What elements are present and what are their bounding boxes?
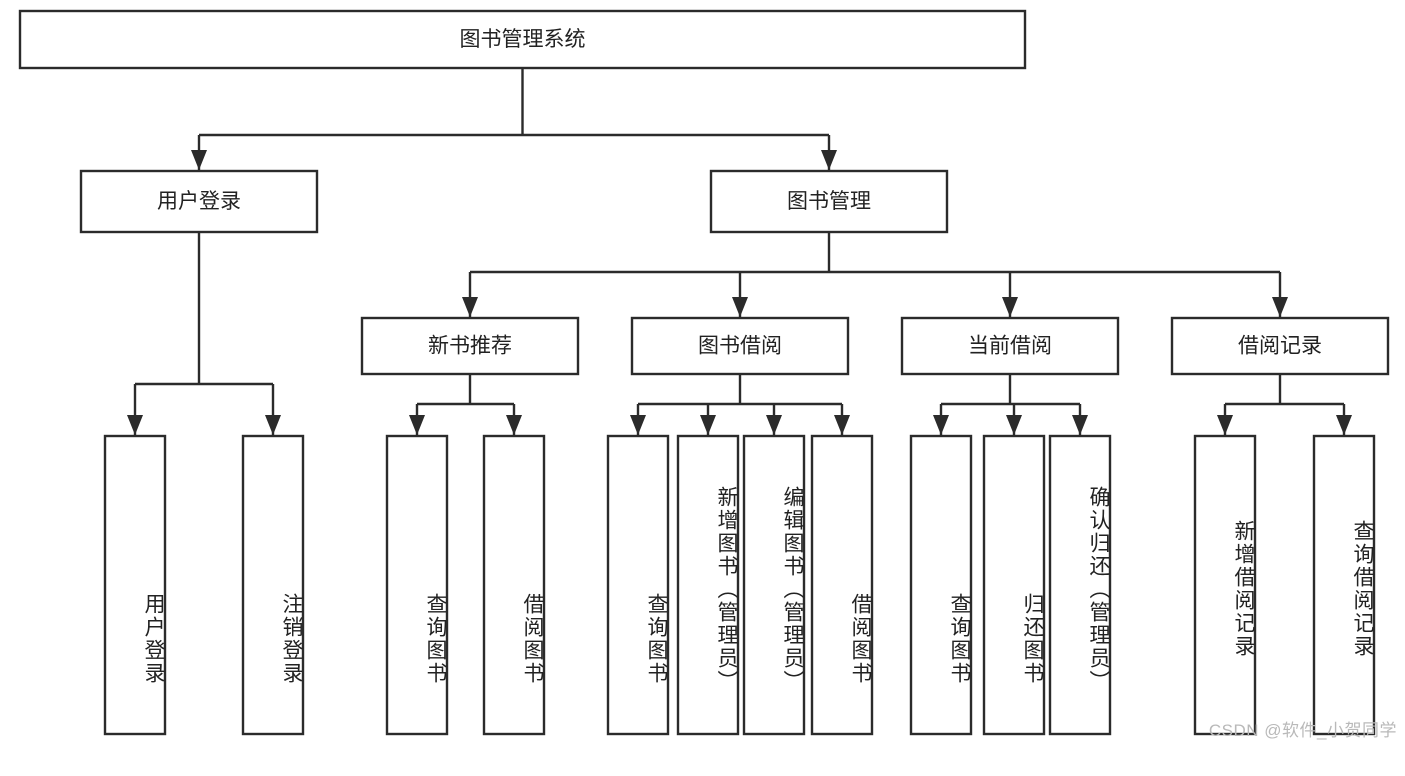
arrow-head-icon	[630, 415, 646, 435]
arrow-head-icon	[732, 297, 748, 317]
level2-node-label: 图书管理	[787, 190, 871, 213]
box-layer	[18, 9, 1390, 736]
arrow-head-icon	[1336, 415, 1352, 435]
arrow-head-icon	[409, 415, 425, 435]
leaf-node-box[interactable]	[1048, 434, 1112, 736]
leaf-node-box[interactable]	[1312, 434, 1376, 736]
connector-layer	[127, 68, 1352, 435]
arrow-head-icon	[127, 415, 143, 435]
leaf-node-box[interactable]	[1193, 434, 1257, 736]
arrow-head-icon	[1272, 297, 1288, 317]
level3-node-label: 新书推荐	[428, 335, 512, 358]
leaf-node-box[interactable]	[482, 434, 546, 736]
leaf-node-box[interactable]	[810, 434, 874, 736]
arrow-head-icon	[821, 150, 837, 170]
leaf-node-box[interactable]	[606, 434, 670, 736]
level3-node-label: 借阅记录	[1238, 335, 1322, 358]
arrow-head-icon	[506, 415, 522, 435]
arrow-head-icon	[462, 297, 478, 317]
arrow-head-icon	[700, 415, 716, 435]
leaf-node-box[interactable]	[676, 434, 740, 736]
level2-node-box[interactable]	[709, 169, 949, 234]
level2-node-label: 用户登录	[157, 190, 241, 213]
leaf-node-box[interactable]	[909, 434, 973, 736]
arrow-head-icon	[1006, 415, 1022, 435]
level3-node-label: 图书借阅	[698, 335, 782, 358]
arrow-head-icon	[766, 415, 782, 435]
arrow-head-icon	[1217, 415, 1233, 435]
leaf-node-box[interactable]	[982, 434, 1046, 736]
level3-node-label: 当前借阅	[968, 335, 1052, 358]
arrow-head-icon	[1072, 415, 1088, 435]
level3-node-box[interactable]	[360, 316, 580, 376]
arrow-head-icon	[834, 415, 850, 435]
arrow-head-icon	[933, 415, 949, 435]
diagram-canvas: 图书管理系统用户登录图书管理新书推荐图书借阅当前借阅借阅记录 用户登录注销登录查…	[18, 9, 1397, 740]
leaf-node-box[interactable]	[742, 434, 806, 736]
root-node-box[interactable]	[18, 9, 1027, 70]
arrow-head-icon	[1002, 297, 1018, 317]
leaf-node-box[interactable]	[241, 434, 305, 736]
watermark-text: CSDN @软件_小贺同学	[1208, 721, 1397, 740]
level3-node-box[interactable]	[630, 316, 850, 376]
arrow-head-icon	[191, 150, 207, 170]
level3-node-box[interactable]	[900, 316, 1120, 376]
level3-node-box[interactable]	[1170, 316, 1390, 376]
arrow-head-icon	[265, 415, 281, 435]
leaf-node-box[interactable]	[385, 434, 449, 736]
leaf-node-box[interactable]	[103, 434, 167, 736]
root-node-label: 图书管理系统	[460, 28, 586, 51]
level2-node-box[interactable]	[79, 169, 319, 234]
